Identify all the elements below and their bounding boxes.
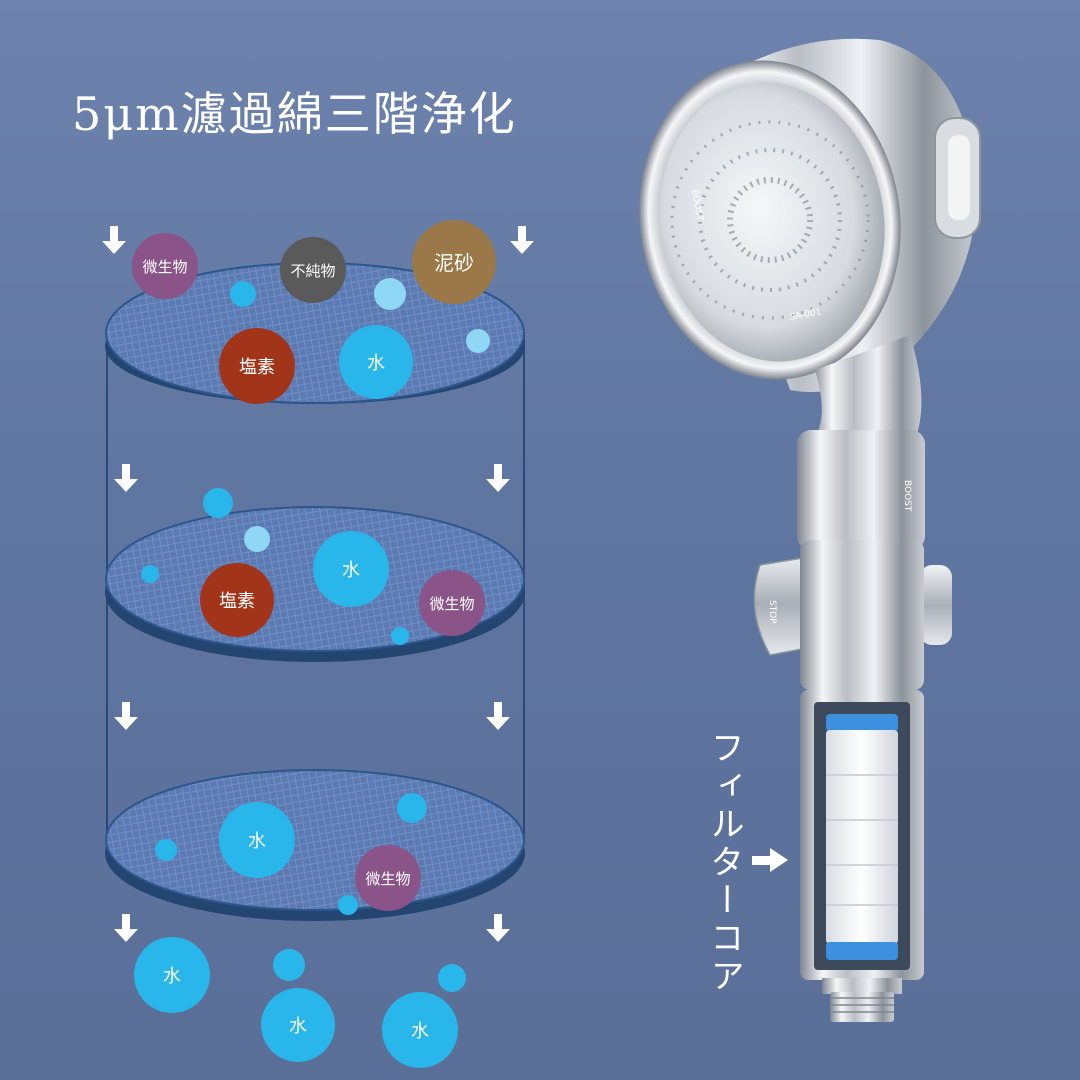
water-label: 水 <box>163 966 181 987</box>
impurity-label: 不純物 <box>290 262 335 280</box>
water-droplet <box>374 278 406 310</box>
water-particle <box>134 937 210 1013</box>
sand-particle <box>412 220 496 304</box>
water-label: 水 <box>342 560 360 581</box>
water-droplet <box>391 627 409 645</box>
water-droplet <box>141 565 159 583</box>
water-droplet <box>438 964 466 992</box>
microbe-particle <box>419 570 485 636</box>
chlorine-label: 塩素 <box>239 357 275 378</box>
microbe-label: 微生物 <box>365 870 410 888</box>
microbe-particle <box>132 233 198 299</box>
filter-stage-2: 水 塩素 微生物 <box>105 488 525 662</box>
water-particle <box>313 531 389 607</box>
water-droplet <box>203 488 233 518</box>
filter-cartridge <box>826 714 898 960</box>
water-label: 水 <box>248 831 266 852</box>
impurity-particle <box>280 237 346 303</box>
pointer-arrow-icon <box>752 848 788 872</box>
handle-print: BOOST <box>902 480 912 512</box>
filter-stage-3: 水 微生物 <box>105 769 525 921</box>
sand-label: 泥砂 <box>434 251 474 275</box>
water-particle <box>261 988 335 1062</box>
water-droplet <box>397 793 427 823</box>
water-label: 水 <box>367 353 385 374</box>
showerhead-image: BOOST SA-001 STOP BOOST <box>639 38 981 1022</box>
filter-stage-1: 微生物 不純物 泥砂 塩素 水 <box>105 220 525 404</box>
stop-button-label: STOP <box>767 600 777 624</box>
water-label: 水 <box>411 1021 429 1042</box>
microbe-particle <box>355 845 421 911</box>
page-title: 5μm濾過綿三階浄化 <box>72 87 517 141</box>
water-particle <box>339 325 413 399</box>
water-droplet <box>466 329 490 353</box>
clean-water-output: 水 水 水 <box>134 937 466 1068</box>
water-label: 水 <box>289 1016 307 1037</box>
chlorine-label: 塩素 <box>219 591 255 612</box>
water-droplet <box>338 895 358 915</box>
water-particle <box>382 992 458 1068</box>
microbe-label: 微生物 <box>142 258 187 276</box>
water-droplet <box>155 839 177 861</box>
chlorine-particle <box>200 563 274 637</box>
water-droplet <box>244 526 270 552</box>
water-droplet <box>230 281 256 307</box>
chlorine-particle <box>219 328 295 404</box>
water-droplet <box>273 949 305 981</box>
filter-core-label: フィルターコア <box>704 730 744 996</box>
microbe-label: 微生物 <box>429 595 474 613</box>
water-particle <box>219 802 295 878</box>
